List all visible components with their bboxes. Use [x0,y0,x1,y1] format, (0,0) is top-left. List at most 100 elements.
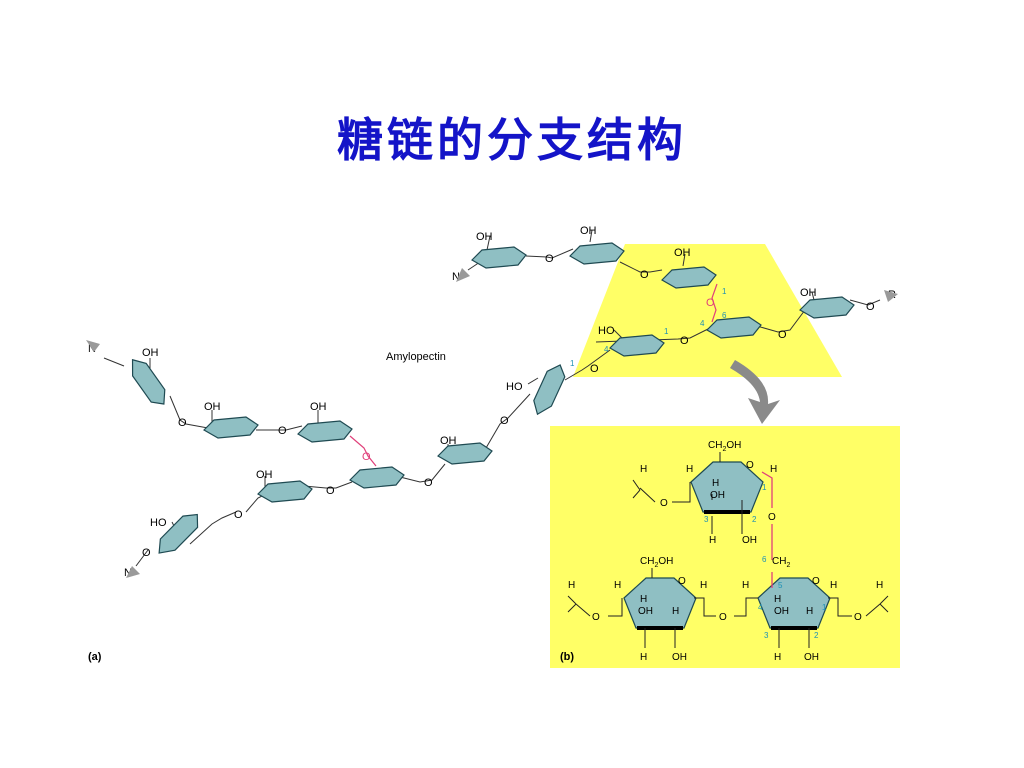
o-label: O [326,485,335,497]
zoom-arrow [730,360,780,424]
sugar-ring [525,360,572,419]
glycosidic-o-label: O [768,512,776,523]
sugar-ring [799,296,855,319]
ho-label: HO [150,517,167,529]
branch-bond-a [711,283,718,323]
o-label: O [234,509,243,521]
chain-end-arrow [86,340,100,352]
oh-label: OH [440,435,457,447]
carbon-number: 1 [822,603,827,612]
n-end-label: N [124,567,132,579]
sugar-ring [125,352,172,412]
o-label: O [854,612,862,623]
h-label: H [640,652,647,663]
h-label: H [686,464,693,475]
oh-label: OH [310,401,327,413]
sugar-ring [257,480,313,503]
carbon-number: 1 [722,287,727,296]
h-label: H [806,606,813,617]
carbon-number: 2 [752,515,757,524]
carbon-number: 1 [762,483,767,492]
h-label: H [640,464,647,475]
sugar-ring [150,507,207,560]
o-label: O [590,363,599,375]
carbon-number: 3 [764,631,769,640]
o-label: O [778,329,787,341]
o-label: O [424,477,433,489]
branch-bond-b [761,471,773,588]
o-label: O [278,425,287,437]
oh-label: OH [256,469,273,481]
h-label: H [568,580,575,591]
oh-label: OH [142,347,159,359]
h-label: H [774,594,781,605]
chain-end-arrow [456,268,470,282]
glycosidic-o-label: O [719,612,727,623]
oh-label: OH [674,247,691,259]
o-label: O [142,547,151,559]
oh-label: OH [672,652,687,663]
oh-label: OH [476,231,493,243]
o-branch-label: O [362,451,371,463]
h-label: H [830,580,837,591]
carbon-number: 4 [758,603,763,612]
ch2-label: CH2 [772,556,790,569]
oh-label: OH [638,606,653,617]
h-label: H [876,580,883,591]
amylopectin-label: Amylopectin [386,351,446,363]
ring-o-label: O [678,576,686,587]
o-label: O [592,612,600,623]
o-label: O [500,415,509,427]
oh-label: OH [580,225,597,237]
carbon-number: 4 [700,319,705,328]
h-label: H [700,580,707,591]
h-label: H [640,594,647,605]
carbon-number: 3 [704,515,709,524]
n-end-label: N [452,271,460,283]
carbon-number: 1 [570,359,575,368]
ring-o-label: O [812,576,820,587]
o-label: O [680,335,689,347]
o-label: O [178,417,187,429]
chain-end-arrow [126,566,140,578]
o-label: O [545,253,554,265]
ring-o-label: O [746,460,754,471]
h-label: H [742,580,749,591]
sugar-ring [569,242,625,265]
ho-label: HO [506,381,523,393]
o-label: O [866,301,875,313]
h-label: H [774,652,781,663]
ho-label: HO [598,325,615,337]
branch-bond-a2 [349,435,377,467]
sugar-ring [471,246,527,269]
ch2oh-label: CH2OH [640,556,673,569]
oh-label: OH [204,401,221,413]
carbon-number: 6 [722,311,727,320]
carbon-number: 2 [814,631,819,640]
carbon-number: 1 [664,327,669,336]
caption-b: (b) [560,651,574,663]
sugar-ring [297,420,353,443]
h-label: H [672,606,679,617]
carbon-number: 5 [778,581,783,590]
ch2oh-label: CH2OH [708,440,741,453]
o-label: O [640,269,649,281]
h-label: H [614,580,621,591]
h-label: H [770,464,777,475]
carbon-number: 6 [762,555,767,564]
carbon-number: 4 [604,345,609,354]
oh-label: OH [804,652,819,663]
h-label: H [709,535,716,546]
oh-label: OH [774,606,789,617]
oh-label: OH [800,287,817,299]
o-branch-label: O [706,297,715,309]
sugar-ring [349,466,405,489]
caption-a: (a) [88,651,102,663]
chain-end-arrow [884,290,898,302]
o-label: O [660,498,668,509]
h-label: H [712,478,719,489]
slide-title: 糖链的分支结构 [337,113,687,167]
oh-label: OH [742,535,757,546]
